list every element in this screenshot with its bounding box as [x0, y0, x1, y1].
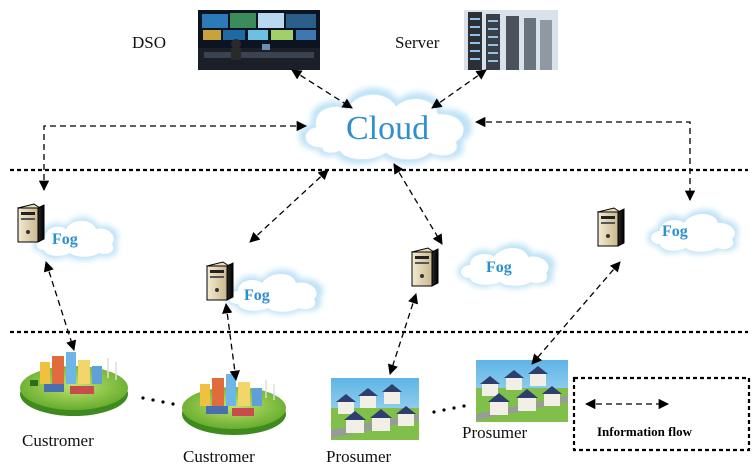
- server-rack-image: [464, 10, 558, 70]
- flow-fog3-prosumer1: [387, 293, 419, 375]
- fog-server-icon-1: [16, 203, 45, 243]
- fog-server-icon-2: [205, 261, 234, 301]
- prosumer-neighborhood-2: [476, 360, 568, 422]
- flow-dso-cloud: [291, 69, 353, 109]
- fog-cloud-1: [33, 217, 119, 261]
- ellipsis-dots-customers: [141, 396, 175, 406]
- prosumer-label-2: Prosumer: [462, 423, 528, 442]
- legend-box: [572, 376, 751, 452]
- legend-label: Information flow: [597, 424, 693, 439]
- fog-node-3: [410, 243, 556, 289]
- legend: Information flow: [572, 376, 751, 452]
- cloud-label: Cloud: [346, 110, 429, 147]
- fog-cloud-4: [647, 209, 739, 255]
- customer-city-island-2: [182, 374, 286, 435]
- fog-node-1: [16, 203, 119, 261]
- flow-cloud-fog1: [38, 120, 308, 192]
- ellipsis-dots-prosumers: [432, 404, 466, 414]
- fog-label-4: Fog: [662, 223, 688, 240]
- fog-label-3: Fog: [486, 259, 512, 276]
- fog-cloud-2: [225, 269, 324, 315]
- dso-label: DSO: [132, 33, 166, 52]
- server-label: Server: [395, 33, 440, 52]
- customer-city-island-1: [20, 352, 128, 416]
- flow-fog4-prosumer2: [531, 261, 621, 365]
- fog-cloud-3: [457, 243, 556, 289]
- customer-label-2: Custromer: [183, 447, 255, 465]
- information-flow-arrows: [38, 69, 696, 382]
- flow-cloud-fog4: [474, 116, 696, 202]
- flow-cloud-fog2: [249, 169, 329, 243]
- prosumer-neighborhood-1: [331, 378, 419, 440]
- prosumer-label-1: Prosumer: [326, 447, 392, 465]
- flow-server-cloud: [431, 69, 487, 109]
- fog-server-icon-4: [596, 207, 625, 247]
- dso-control-room-image: [198, 10, 320, 70]
- fog-node-4: [596, 207, 739, 255]
- fog-server-icon-3: [410, 247, 439, 287]
- fog-node-2: [205, 261, 324, 315]
- fog-label-1: Fog: [52, 231, 78, 248]
- fog-label-2: Fog: [244, 287, 270, 304]
- flow-cloud-fog3: [393, 163, 443, 245]
- flow-fog1-customer1: [43, 261, 77, 351]
- customer-label-1: Custromer: [22, 431, 94, 450]
- flow-fog2-customer2: [222, 302, 240, 382]
